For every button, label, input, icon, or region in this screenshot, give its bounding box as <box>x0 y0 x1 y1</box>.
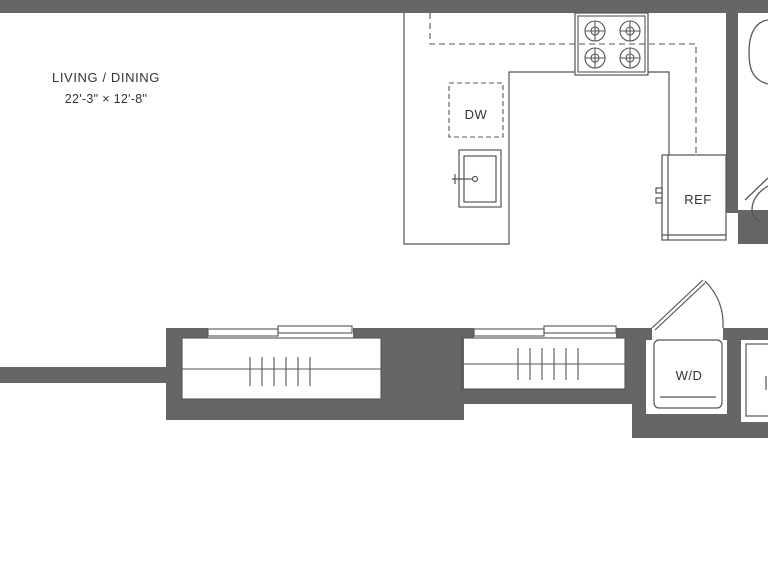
upper-cabinets-dashed <box>429 13 697 155</box>
window-bay-right <box>461 325 640 404</box>
burner-icon <box>619 20 641 42</box>
laundry-closet-walls <box>632 328 768 438</box>
burner-icon <box>584 20 606 42</box>
window-bay-left <box>166 325 388 420</box>
room-dimensions-living-dining: 22'-3" × 12'-8" <box>65 92 147 106</box>
bathroom-fixture-partial <box>744 19 768 223</box>
adjacent-closet-partial <box>745 343 768 417</box>
kitchen-sink <box>452 149 502 208</box>
laundry-door-swing <box>651 279 724 331</box>
left-stub-wall <box>0 367 168 383</box>
refrigerator-label: REF <box>684 192 712 207</box>
range-stove <box>577 15 646 73</box>
top-exterior-wall <box>0 0 768 13</box>
kitchen-right-wall <box>726 13 738 213</box>
burner-icon <box>619 47 641 69</box>
burner-icon <box>584 47 606 69</box>
room-label-living-dining: LIVING / DINING <box>52 70 160 85</box>
dishwasher <box>448 82 504 138</box>
dishwasher-label: DW <box>465 107 488 122</box>
refrigerator <box>655 154 727 241</box>
washer-dryer-label: W/D <box>676 368 703 383</box>
washer-dryer <box>653 339 723 409</box>
central-pier <box>388 328 464 420</box>
